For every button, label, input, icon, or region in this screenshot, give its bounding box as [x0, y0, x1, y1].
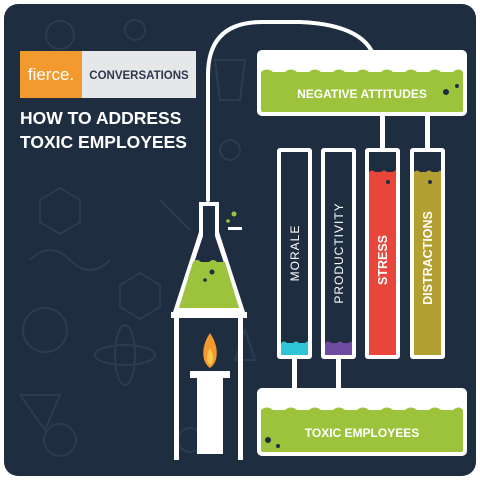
- infographic-svg: fierce. CONVERSATIONS HOW TO ADDRESS TOX…: [18, 19, 467, 460]
- erlenmeyer-flask-icon: [173, 202, 245, 312]
- infographic-frame: fierce. CONVERSATIONS HOW TO ADDRESS TOX…: [4, 4, 476, 476]
- brand-logo: fierce. CONVERSATIONS: [20, 51, 196, 98]
- negative-attitudes-box: NEGATIVE ATTITUDES: [257, 50, 467, 116]
- tube-productivity: PRODUCTIVITY: [321, 148, 356, 359]
- tube-morale-label: MORALE: [288, 225, 302, 282]
- tube-distractions-label: DISTRACTIONS: [421, 211, 435, 305]
- tube-stress: STRESS: [365, 148, 400, 359]
- connector-productivity: [336, 357, 341, 393]
- tube-morale: MORALE: [277, 148, 312, 359]
- toxic-employees-label: TOXIC EMPLOYEES: [305, 426, 419, 440]
- tube-stress-label: STRESS: [376, 235, 390, 285]
- page-title-line2: TOXIC EMPLOYEES: [20, 132, 187, 152]
- page-title-line1: HOW TO ADDRESS: [20, 108, 181, 128]
- brand-tag-text: CONVERSATIONS: [89, 70, 189, 82]
- flask-stand: [171, 312, 247, 460]
- brand-logo-text: fierce.: [28, 65, 74, 84]
- connector-stress: [380, 114, 385, 150]
- connector-morale: [292, 357, 297, 393]
- tube-distractions: DISTRACTIONS: [410, 148, 445, 359]
- connector-distractions: [425, 114, 430, 150]
- negative-attitudes-label: NEGATIVE ATTITUDES: [297, 87, 427, 101]
- bunsen-burner-flame-icon: [190, 333, 230, 454]
- toxic-employees-box: TOXIC EMPLOYEES: [257, 388, 467, 456]
- tube-productivity-label: PRODUCTIVITY: [332, 202, 346, 303]
- connector-tube: [206, 20, 378, 202]
